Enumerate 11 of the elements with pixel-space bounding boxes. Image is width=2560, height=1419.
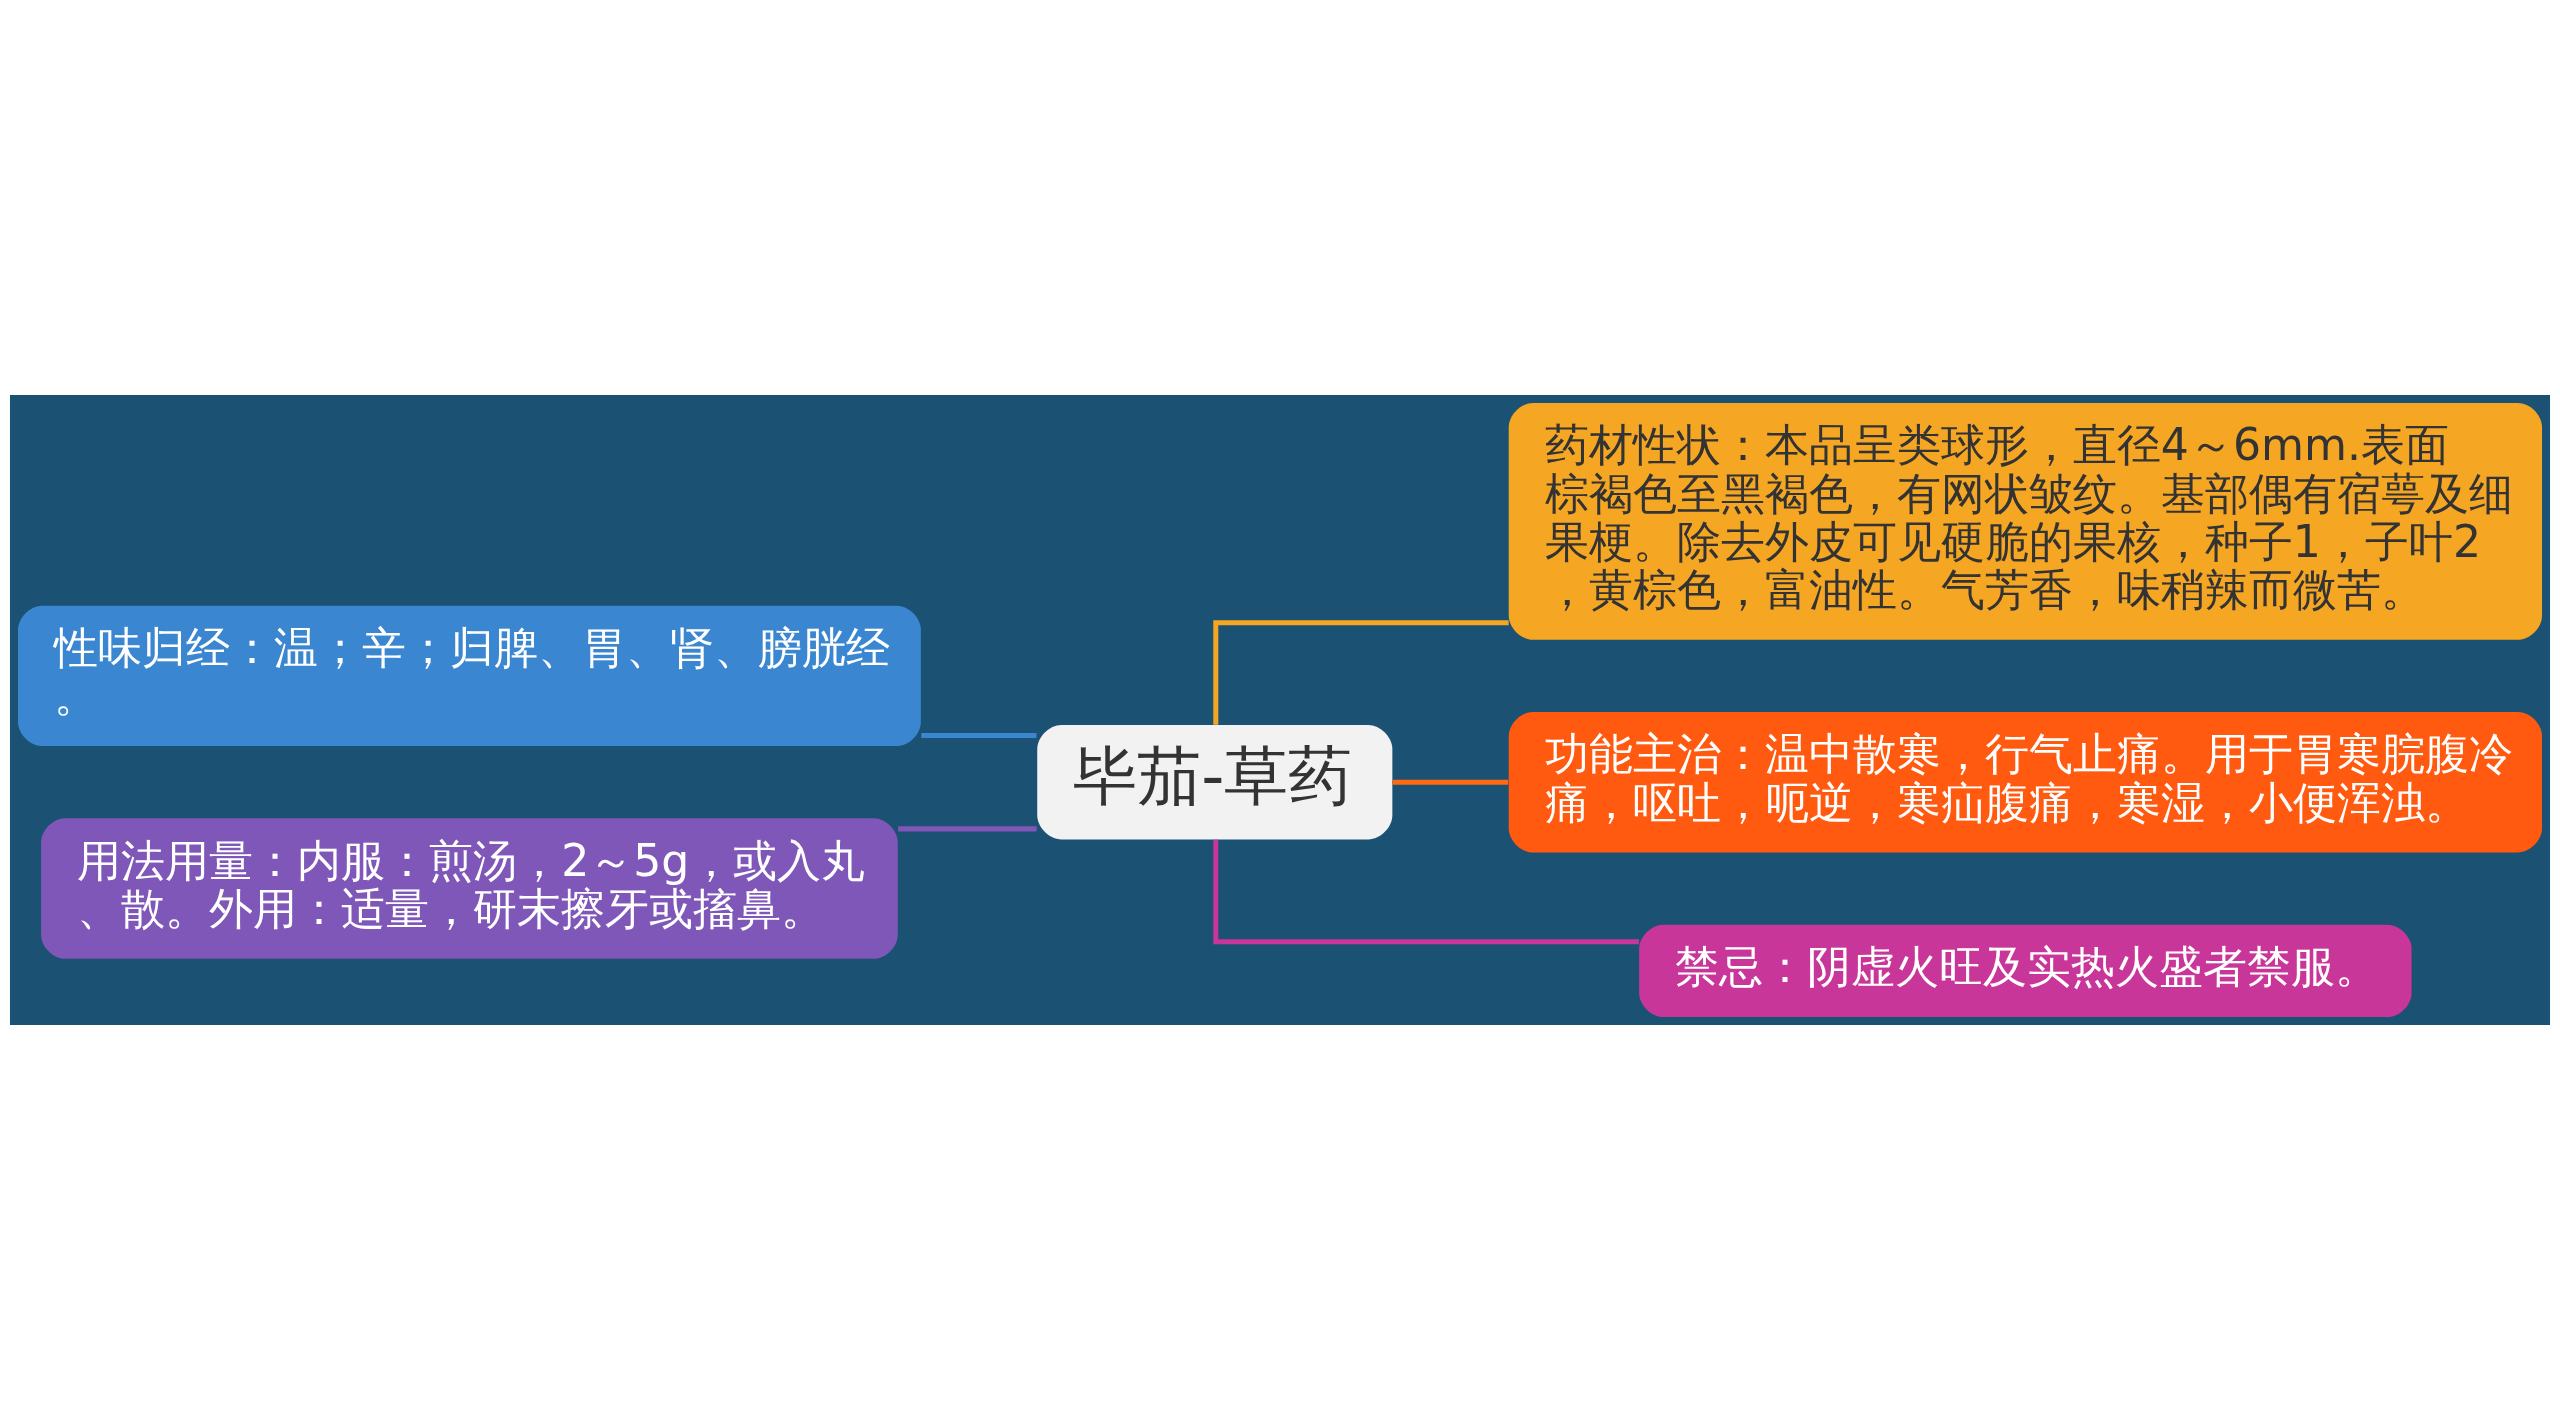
connector <box>1392 779 1509 785</box>
connector <box>1213 619 1509 725</box>
node-box: 药材性状：本品呈类球形，直径4～6mm.表面棕褐色至黑褐色，有网状皱纹。基部偶有宿萼及细果梗。除去外皮可见硬脆的果核，种子1，子叶2，黄棕色，富油性。气芳香，味稍辣而微苦。 <box>1508 402 2542 640</box>
connector <box>898 825 1037 831</box>
connector <box>921 732 1037 738</box>
node-box: 功能主治：温中散寒，行气止痛。用于胃寒脘腹冷痛，呕吐，呃逆，寒疝腹痛，寒湿，小便浑浊。 <box>1508 711 2542 852</box>
node-box: 性味归经：温；辛；归脾、胃、肾、膀胱经。 <box>18 605 921 746</box>
node-box: 毕茄-草药 <box>1037 724 1393 839</box>
node-box: 禁忌：阴虚火旺及实热火盛者禁服。 <box>1639 924 2412 1017</box>
node-box: 用法用量：内服：煎汤，2～5g，或入丸、散。外用：适量，研末擦牙或搐鼻。 <box>41 817 898 959</box>
connector <box>1213 839 1639 944</box>
